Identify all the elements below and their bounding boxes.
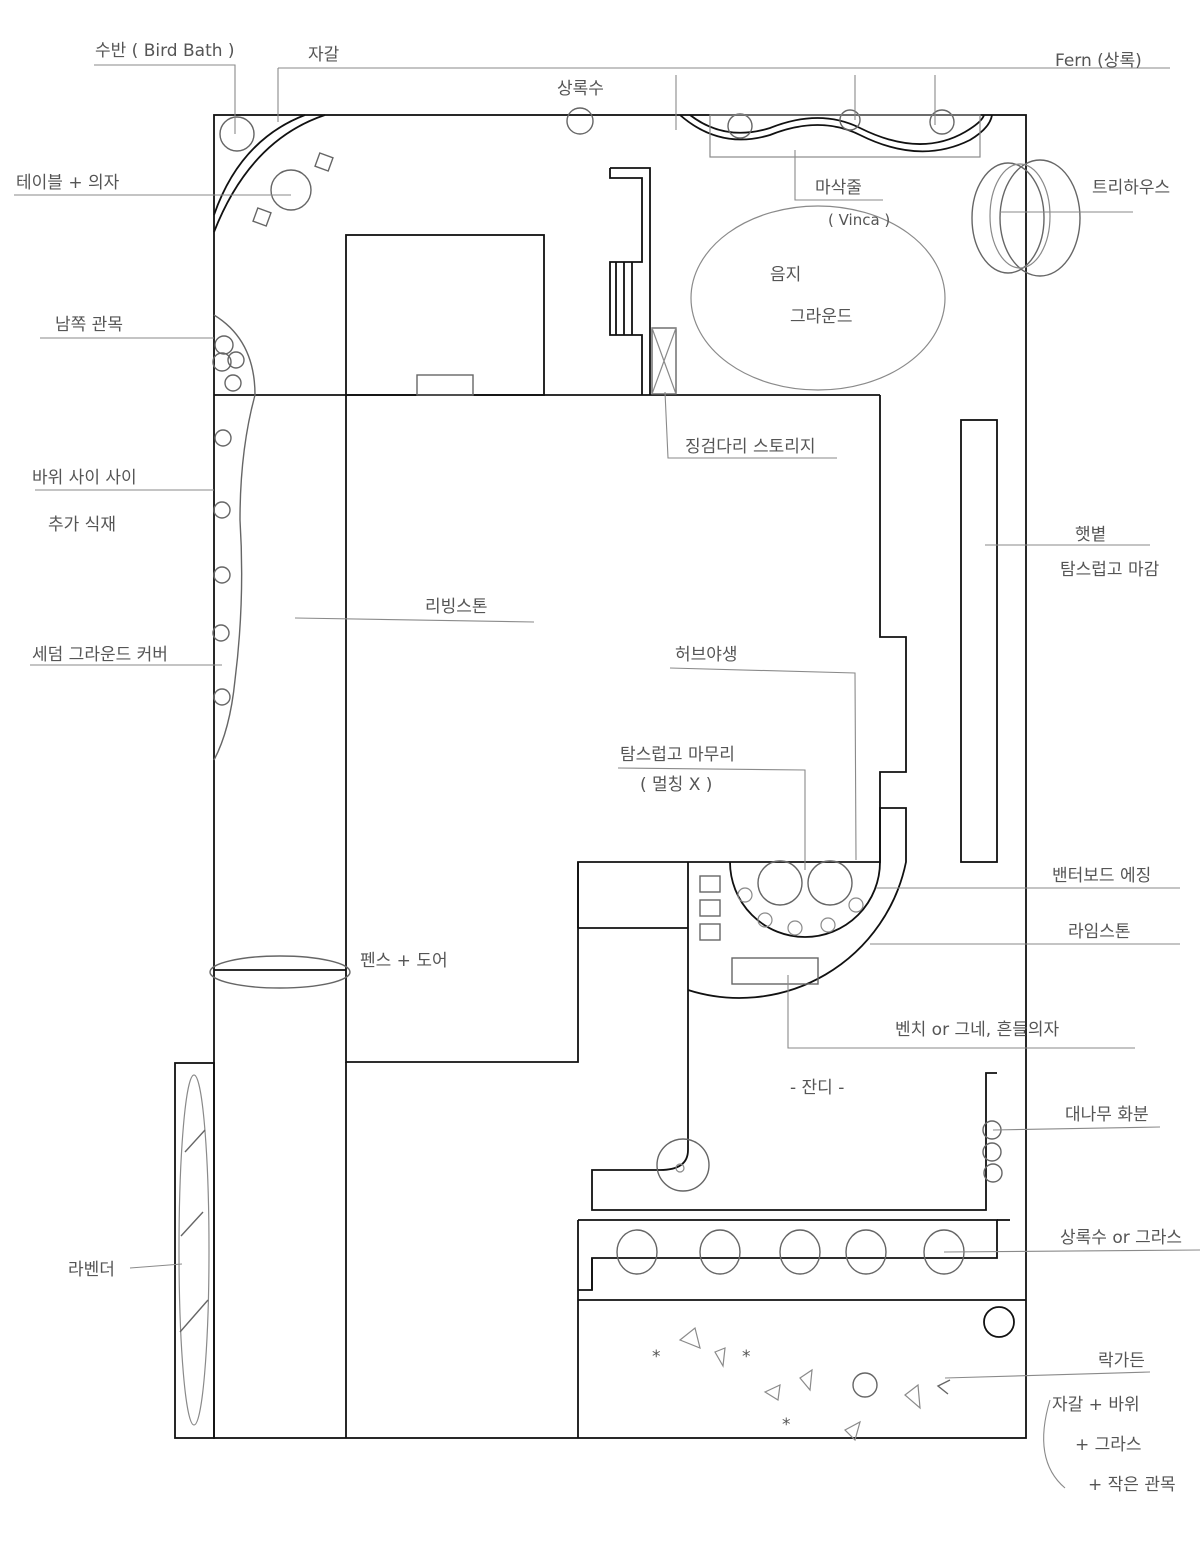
label-evergreen-grass: 상록수 or 그라스	[1060, 1228, 1182, 1248]
shade-garden-oval	[690, 205, 946, 391]
label-rock-garden: 락가든	[1098, 1351, 1145, 1371]
label-sunny-1: 햇볕	[1075, 525, 1106, 545]
site-boundary	[213, 114, 1027, 1439]
label-limestone: 라임스톤	[1068, 922, 1131, 942]
fence-door	[209, 955, 351, 989]
stairs	[609, 167, 651, 395]
svg-text:*: *	[652, 1347, 661, 1367]
limestone-arc	[591, 807, 997, 1211]
label-vinca-en: ( Vinca )	[828, 211, 890, 229]
fern-bed	[679, 109, 993, 158]
rock-garden-scatter: * * *	[652, 1326, 951, 1442]
label-rock-items-3: + 작은 관목	[1088, 1475, 1176, 1495]
rock-border	[212, 314, 256, 761]
label-fence-door: 펜스 + 도어	[360, 951, 448, 971]
sunny-strip	[960, 419, 998, 863]
label-living-room: 리빙스톤	[425, 597, 488, 617]
label-bird-bath: 수반 ( Bird Bath )	[95, 41, 235, 61]
lawn-tree	[656, 1138, 710, 1192]
house-block	[345, 234, 545, 396]
bird-bath	[219, 116, 255, 152]
label-bamboo-pot: 대나무 화분	[1065, 1105, 1149, 1125]
label-shade-garden-1: 음지	[770, 265, 801, 285]
gravel-corner-band	[213, 114, 326, 233]
label-vinca: 마삭줄	[815, 178, 862, 198]
label-no-mulch: ( 멀칭 X )	[640, 775, 712, 795]
label-north-shrubs: 남쪽 관목	[55, 315, 123, 335]
svg-text:*: *	[782, 1415, 791, 1435]
table-chairs	[252, 152, 334, 227]
label-rock-between-2: 추가 식재	[48, 515, 116, 535]
label-table-chairs: 테이블 + 의자	[16, 173, 120, 193]
label-rock-items-2: + 그라스	[1075, 1435, 1142, 1455]
tree-house	[971, 159, 1081, 277]
bench	[731, 957, 819, 985]
corner-circle	[983, 1306, 1015, 1338]
label-rock-items-1: 자갈 + 바위	[1052, 1395, 1140, 1415]
label-border-edge: 밴터보드 에징	[1052, 866, 1151, 886]
label-gravel: 자갈	[308, 45, 340, 65]
evergreen-top-tree	[566, 107, 594, 135]
label-fern: Fern (상록)	[1055, 51, 1142, 71]
storage-box	[651, 327, 677, 395]
label-tapsoil-finish: 탐스럽고 마무리	[620, 745, 735, 765]
label-sunny-2: 탐스럽고 마감	[1060, 560, 1160, 580]
label-rock-between-1: 바위 사이 사이	[32, 468, 137, 488]
label-lavender: 라벤더	[68, 1260, 115, 1280]
label-evergreen-top: 상록수	[557, 79, 604, 99]
label-herb: 허브야생	[675, 645, 738, 665]
lavender-bed	[174, 1062, 215, 1439]
label-lawn: - 잔디 -	[790, 1078, 844, 1098]
label-sedum: 세덤 그라운드 커버	[32, 645, 168, 665]
label-shade-garden-2: 그라운드	[790, 307, 853, 327]
door-step	[416, 374, 474, 396]
label-stepping-stone: 징검다리 스토리지	[685, 437, 816, 457]
label-tree-house: 트리하우스	[1092, 178, 1170, 198]
evergreen-row	[577, 1219, 1026, 1438]
label-bench: 벤치 or 그네, 흔들의자	[895, 1020, 1059, 1040]
svg-text:*: *	[742, 1347, 751, 1367]
leader-lines	[14, 64, 1200, 1489]
